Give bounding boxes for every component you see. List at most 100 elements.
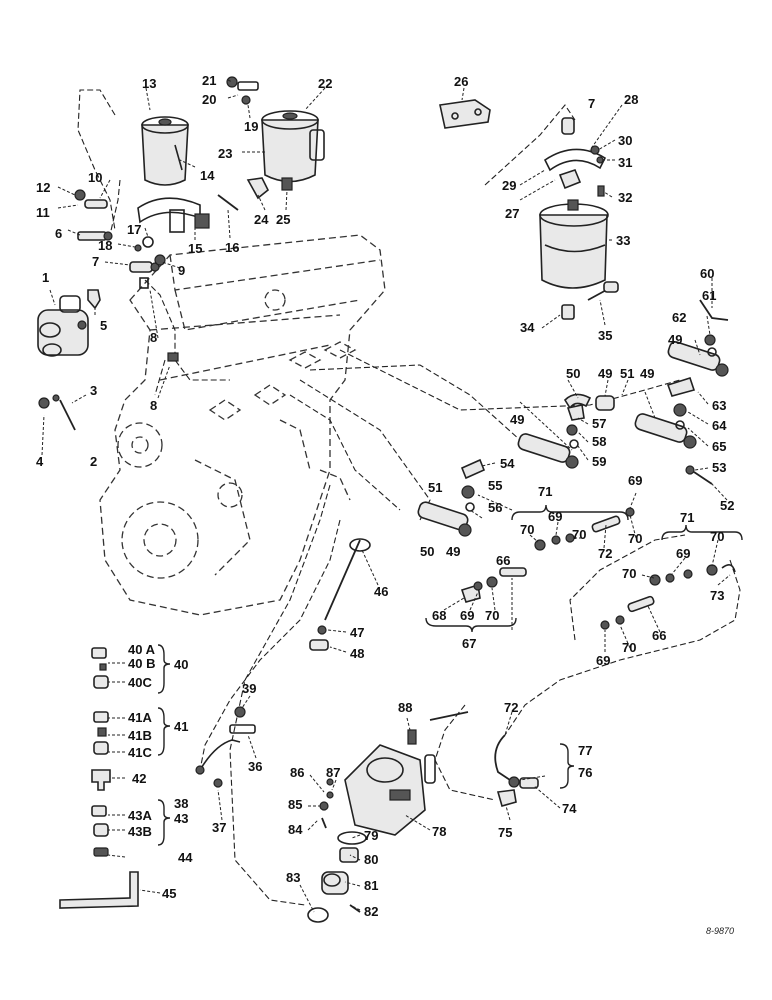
callout-55: 55 bbox=[488, 478, 502, 493]
injector-nozzle-part-49-d bbox=[667, 341, 729, 377]
callout-43: 43 bbox=[174, 811, 188, 826]
callout-78: 78 bbox=[432, 824, 446, 839]
callout-60: 60 bbox=[700, 266, 714, 281]
callout-70-f: 70 bbox=[710, 529, 724, 544]
callout-7-left: 7 bbox=[92, 254, 99, 269]
callout-27: 27 bbox=[505, 206, 519, 221]
callout-12: 12 bbox=[36, 180, 50, 195]
callout-42: 42 bbox=[132, 771, 146, 786]
connector-part-10-11-12 bbox=[74, 189, 108, 209]
callout-47: 47 bbox=[350, 625, 364, 640]
callout-34: 34 bbox=[520, 320, 535, 335]
fittings-part-54-59 bbox=[460, 404, 585, 512]
callout-41: 41 bbox=[174, 719, 188, 734]
tube-fittings-part-36-37-39 bbox=[195, 706, 256, 788]
callout-15: 15 bbox=[188, 241, 202, 256]
callout-8-upper: 8 bbox=[150, 330, 157, 345]
filter-head-part-1 bbox=[37, 295, 89, 357]
callout-64: 64 bbox=[712, 418, 727, 433]
callout-49-e: 49 bbox=[668, 332, 682, 347]
callout-53: 53 bbox=[712, 460, 726, 475]
callout-87: 87 bbox=[326, 765, 340, 780]
fuel-pump-part-78 bbox=[344, 711, 469, 836]
callout-40c: 40C bbox=[128, 675, 152, 690]
callout-41c: 41C bbox=[128, 745, 152, 760]
callout-49-c: 49 bbox=[598, 366, 612, 381]
callout-62: 62 bbox=[672, 310, 686, 325]
callout-11: 11 bbox=[36, 205, 50, 220]
callout-86: 86 bbox=[290, 765, 304, 780]
callout-51-a: 51 bbox=[428, 480, 442, 495]
callout-52: 52 bbox=[720, 498, 734, 513]
callout-46: 46 bbox=[374, 584, 388, 599]
callout-65: 65 bbox=[712, 439, 726, 454]
fitting-part-47-48 bbox=[309, 625, 329, 651]
callout-83: 83 bbox=[286, 870, 300, 885]
callout-69-c: 69 bbox=[628, 473, 642, 488]
callout-50-a: 50 bbox=[420, 544, 434, 559]
callout-41b: 41B bbox=[128, 728, 152, 743]
filter-element-part-13 bbox=[141, 116, 189, 186]
callout-28: 28 bbox=[624, 92, 638, 107]
callout-88: 88 bbox=[398, 700, 412, 715]
fittings-part-60-65 bbox=[666, 299, 729, 485]
rod-part-46 bbox=[324, 538, 371, 621]
callout-49-d: 49 bbox=[640, 366, 654, 381]
callout-59: 59 bbox=[592, 454, 606, 469]
callout-31: 31 bbox=[618, 155, 632, 170]
callout-54: 54 bbox=[500, 456, 515, 471]
pump-fittings-part-79-83 bbox=[307, 831, 367, 923]
wrench-part-45 bbox=[59, 871, 139, 909]
callout-69-b: 69 bbox=[548, 509, 562, 524]
callout-58: 58 bbox=[592, 434, 606, 449]
callout-37: 37 bbox=[212, 820, 226, 835]
callout-74: 74 bbox=[562, 801, 577, 816]
callout-82: 82 bbox=[364, 904, 378, 919]
callout-85: 85 bbox=[288, 797, 302, 812]
fitting-part-6 bbox=[77, 231, 113, 241]
callout-71-a: 71 bbox=[538, 484, 552, 499]
elbow-part-5 bbox=[87, 289, 101, 310]
callout-61: 61 bbox=[702, 288, 716, 303]
callout-66-a: 66 bbox=[496, 553, 510, 568]
callout-70-c: 70 bbox=[572, 527, 586, 542]
callout-49-a: 49 bbox=[446, 544, 460, 559]
callout-69-a: 69 bbox=[460, 608, 474, 623]
callout-70-d: 70 bbox=[628, 531, 642, 546]
callout-70-b: 70 bbox=[520, 522, 534, 537]
callout-21: 21 bbox=[202, 73, 216, 88]
callout-77: 77 bbox=[578, 743, 592, 758]
callout-19: 19 bbox=[244, 119, 258, 134]
callout-69-d: 69 bbox=[676, 546, 690, 561]
callout-56: 56 bbox=[488, 500, 502, 515]
callout-43b: 43B bbox=[128, 824, 152, 839]
washers-part-9-17-18 bbox=[134, 236, 166, 266]
callout-57: 57 bbox=[592, 416, 606, 431]
fitting-part-7-right bbox=[561, 117, 575, 135]
callout-30: 30 bbox=[618, 133, 632, 148]
callout-49-b: 49 bbox=[510, 412, 524, 427]
filter-part-22-23 bbox=[261, 110, 325, 183]
callout-3: 3 bbox=[90, 383, 97, 398]
callout-18: 18 bbox=[98, 238, 112, 253]
callout-14: 14 bbox=[200, 168, 215, 183]
callout-72-a: 72 bbox=[598, 546, 612, 561]
fuel-tubes bbox=[77, 89, 741, 906]
callout-50-b: 50 bbox=[566, 366, 580, 381]
injector-nozzle-part-49-c bbox=[634, 413, 697, 449]
callout-8-lower: 8 bbox=[150, 398, 157, 413]
callout-17: 17 bbox=[127, 222, 141, 237]
callout-73: 73 bbox=[710, 588, 724, 603]
bolt-part-16 bbox=[217, 194, 239, 211]
line-fittings-part-72-77 bbox=[494, 734, 539, 807]
callout-70-e: 70 bbox=[622, 566, 636, 581]
filter-part-33 bbox=[539, 199, 609, 289]
callout-5: 5 bbox=[100, 318, 107, 333]
callout-40a: 40 A bbox=[128, 642, 156, 657]
callout-45: 45 bbox=[162, 886, 176, 901]
callout-68: 68 bbox=[432, 608, 446, 623]
fitting-assortment-part-40-44 bbox=[91, 647, 111, 857]
callout-70-g: 70 bbox=[622, 640, 636, 655]
callout-13: 13 bbox=[142, 76, 156, 91]
